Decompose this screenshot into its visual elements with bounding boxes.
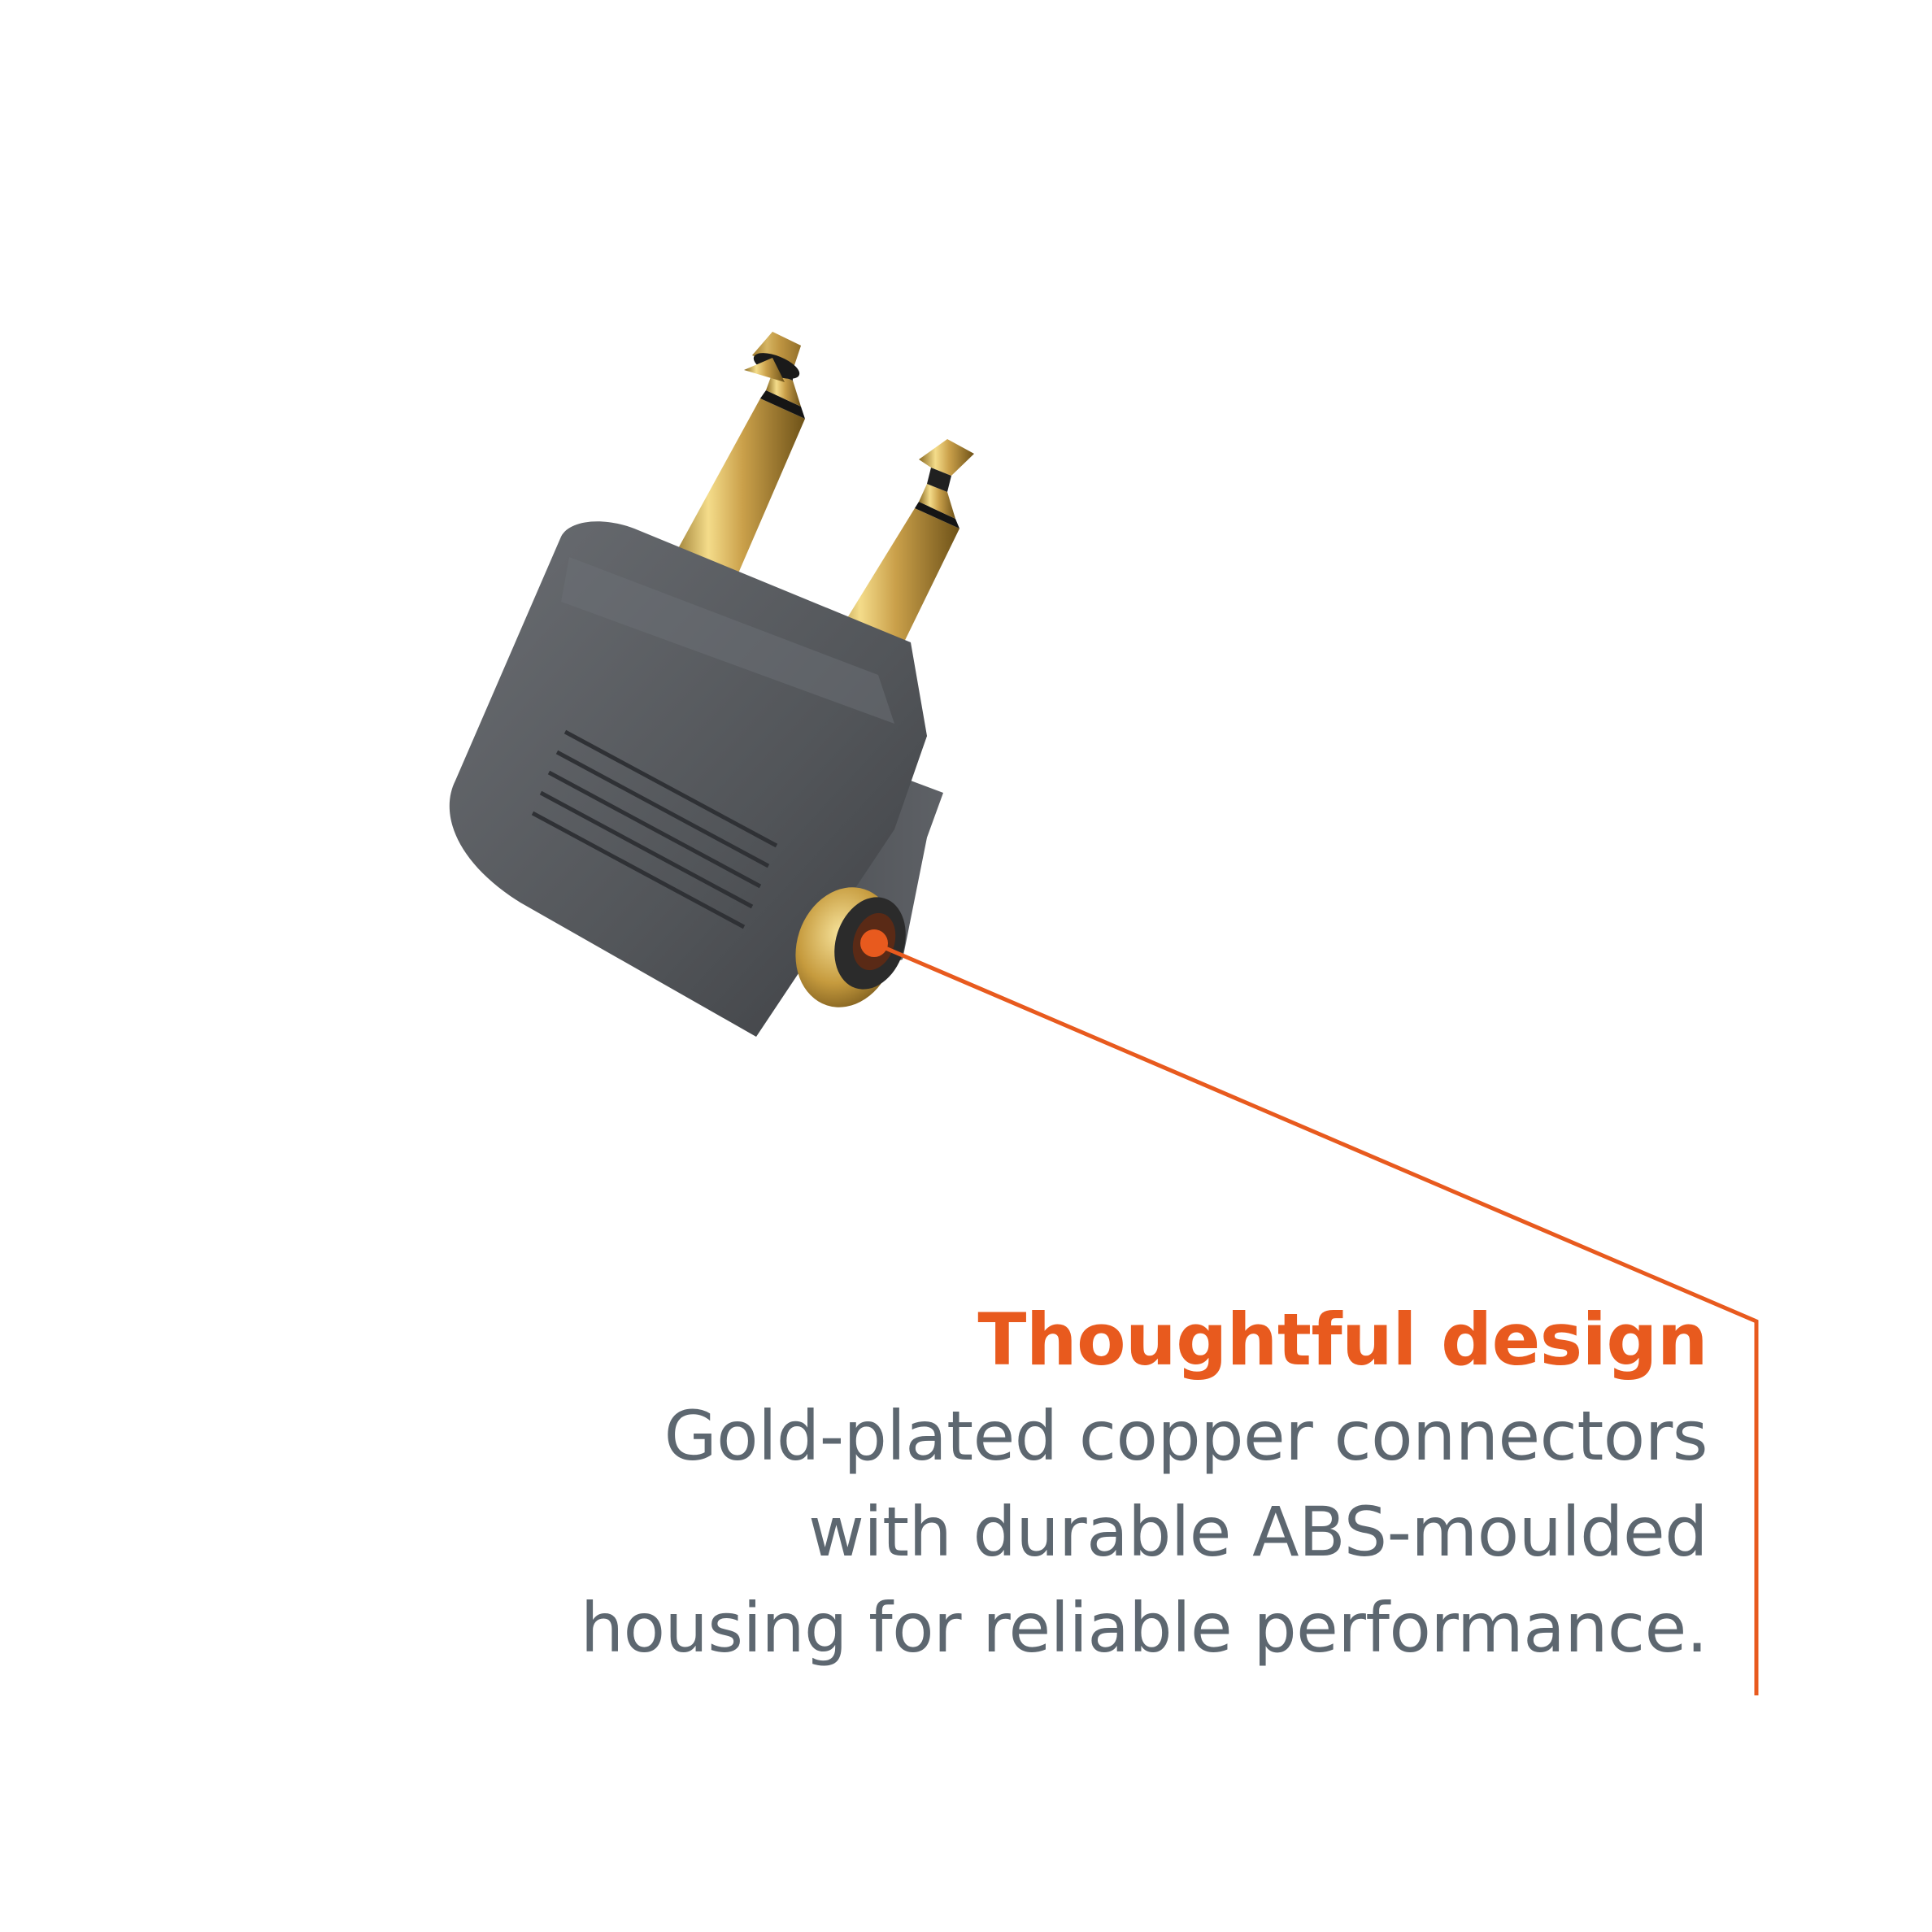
feature-headline: Thoughtful design — [977, 1298, 1708, 1382]
feature-body-line-3: housing for reliable performance. — [580, 1587, 1708, 1668]
feature-body-line-1: Gold-plated copper connectors — [664, 1395, 1708, 1476]
adapter-housing — [449, 521, 943, 1037]
feature-body-line-2: with durable ABS-moulded — [808, 1491, 1708, 1572]
callout-leader — [860, 929, 1759, 1695]
grip-ridges — [531, 729, 778, 929]
feature-caption: Thoughtful design Gold-plated copper con… — [325, 1298, 1708, 1676]
plug-pin-left — [667, 332, 805, 598]
callout-dot — [860, 929, 888, 957]
